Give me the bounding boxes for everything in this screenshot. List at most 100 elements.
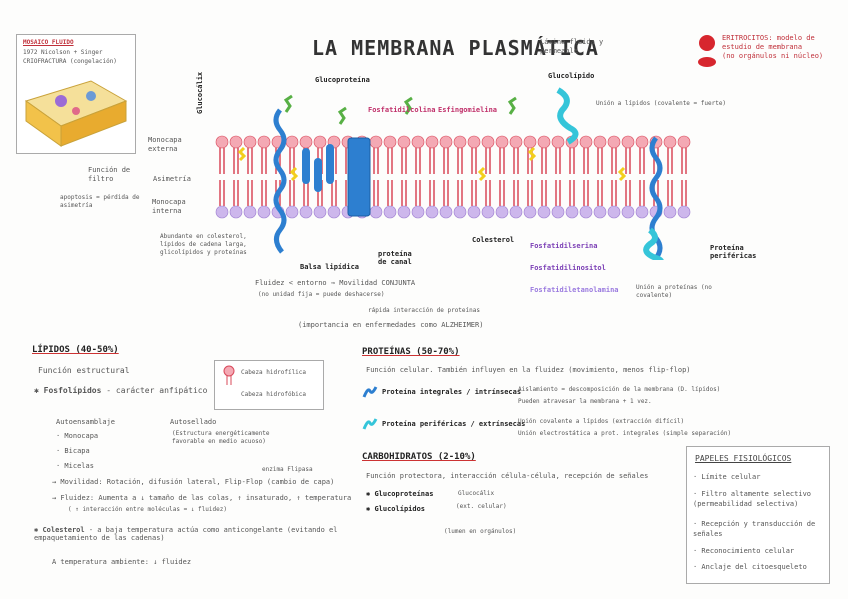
carbohidratos-glucocalix: Glucocálix [458,490,495,497]
label-fosfatidilcolina: Fosfatidilcolina [368,106,436,114]
papeles-item-0: · Límite celular [693,473,761,481]
label-importancia: (importancia en enfermedades como ALZHEI… [298,321,484,329]
lipid-head-inner [369,205,383,219]
label-proteina-perifericas: Proteína periféricas [710,244,757,260]
lipid-head-outer [663,135,677,149]
glycan-chain [283,94,293,113]
glycolipid-chain [556,87,579,145]
mosaico-line1: 1972 Nicolson + Singer [23,49,103,56]
lipid-head-inner [677,205,691,219]
label-monocapa-externa: Monocapa externa [148,136,182,153]
glycan-chain [403,96,413,115]
page-title: LA MEMBRANA PLASMÁTICA [312,36,599,60]
lipid-head-outer [257,135,271,149]
label-funcion-filtro: Función de filtro [88,166,131,183]
lipid-head-outer [551,135,565,149]
subtitle-note-text: Lámina fluida y permeable [540,38,604,55]
lipid-head-outer [635,135,649,149]
label-glucolipido: Glucolípido [548,72,595,80]
lipid-head-inner [439,205,453,219]
lipidos-fluidez2: ( ↑ interacción entre moléculas = ↓ flui… [68,506,227,513]
protein-subunit [314,158,322,192]
lipid-head-inner [425,205,439,219]
papeles-item-4: · Anclaje del citoesqueleto [693,563,807,571]
lipid-head-outer [243,135,257,149]
carbohidratos-lumen: (lumen en orgánulos) [444,528,517,535]
lipidos-colesterol-desc: - a baja temperatura actúa como anticong… [34,526,338,542]
peripheral-protein-icon [362,418,378,430]
label-fosfatidiletanolamina: Fosfatidiletanolamina [530,286,619,294]
lipid-head-inner [537,205,551,219]
papeles-item-2: · Recepción y transducción de señales [693,520,816,538]
lipidos-item-0: · Monocapa [56,432,99,440]
eritrocitos-l1: ERITROCITOS: modelo de [722,34,815,42]
cholesterol-mark [527,146,537,162]
label-union-proteinas: Unión a proteínas (no covalente) [636,284,712,299]
lipid-head-outer [299,135,313,149]
proteinas-int1: Aislamiento = descomposición de la membr… [518,386,721,393]
lipid-head-outer [607,135,621,149]
integral-protein-helix [273,108,287,254]
subtitle-note: Lámina fluida y permeable [540,38,630,56]
label-fosfatidilserina: Fosfatidilserina [530,242,598,250]
label-glucoproteina: Glucoproteína [315,76,370,84]
lipid-head-inner [607,205,621,219]
proteinas-heading: PROTEÍNAS (50-70%) [362,347,460,357]
cholesterol-mark [289,166,299,182]
lipid-head-outer [677,135,691,149]
label-glucocalix: Glucocálix [196,71,204,114]
lipidos-heading: LÍPIDOS (40-50%) [32,345,119,355]
cholesterol-mark [617,166,627,182]
mosaico-box: MOSAICO FLUIDO 1972 Nicolson + Singer CR… [16,34,136,154]
membrane-diagram [215,87,691,260]
lipid-head-inner [663,205,677,219]
lipid-head-outer [467,135,481,149]
carbohidratos-cubierta: (ext. celular) [456,503,507,510]
label-fluidez2: (no unidad fija = puede deshacerse) [258,291,385,298]
lipid-head-outer [481,135,495,149]
lipidos-anfipatico: - carácter anfipático [106,386,208,395]
proteinas-per1: Unión covalente a lípidos (extracción di… [518,418,685,425]
carbohidratos-funcion: Función protectora, interacción célula-c… [366,472,649,480]
lipid-head-outer [285,135,299,149]
mosaico-title: MOSAICO FLUIDO [23,39,74,46]
lipid-head-inner [229,205,243,219]
lipid-head-inner [397,205,411,219]
carbohidratos-heading: CARBOHIDRATOS (2-10%) [362,452,476,462]
lipid-head-outer [229,135,243,149]
lipid-head-inner [327,205,341,219]
papeles-item-3: · Reconocimiento celular [693,547,795,555]
lipidos-movilidad: → Movilidad: Rotación, difusión lateral,… [52,478,335,486]
proteinas-per2: Unión electrostática a prot. integrales … [518,430,732,437]
label-colesterol: Colesterol [472,236,515,244]
label-apoptosis: apoptosis = pérdida de asimetría [60,194,140,209]
lipid-head-outer [313,135,327,149]
erythrocyte-icon [698,35,716,67]
label-asimetria: Asimetría [153,175,191,183]
peripheral-protein [643,227,664,260]
cholesterol-mark [477,166,487,182]
carbohidratos-item-1: ✱ Glucolípidos [366,505,426,513]
lipidos-colesterol-row: ✱ Colesterol - a baja temperatura actúa … [34,526,338,542]
lipid-head-inner [299,205,313,219]
lipid-head-inner [411,205,425,219]
papeles-heading: PAPELES FISIOLÓGICOS [695,454,792,463]
lipid-head-inner [509,205,523,219]
glycan-chain [337,106,347,125]
label-fluidez: Fluidez < entorno ⇒ Movilidad CONJUNTA [255,279,416,287]
protein-subunit [302,148,310,184]
label-fosfatidilinositol: Fosfatidilinositol [530,264,606,272]
lipid-head-inner [467,205,481,219]
eritrocitos-l2: estudio de membrana [722,43,803,51]
lipid-head-outer [495,135,509,149]
lipid-head-outer [509,135,523,149]
label-union-lipidos: Unión a lípidos (covalente = fuerte) [596,100,727,107]
lipid-head-inner [383,205,397,219]
lipid-head-outer [593,135,607,149]
lipid-head-outer [411,135,425,149]
lipid-head-inner [495,205,509,219]
protein-subunit [326,144,334,184]
lipid-head-inner [285,205,299,219]
lipid-head-inner [243,205,257,219]
lipid-head-inner [481,205,495,219]
